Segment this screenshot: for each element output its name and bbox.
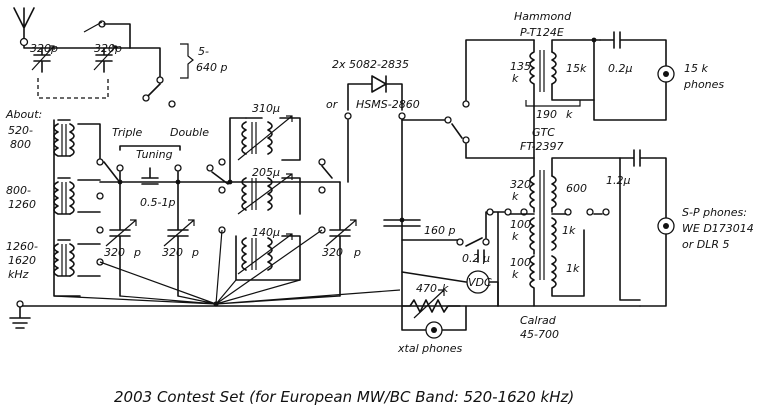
tuning-capacitor-3 [325,181,357,297]
hammond-190-unit: k [566,108,573,121]
band2-label-b: 1260 [8,198,36,211]
ind-310u-label: 310μ [252,102,280,115]
tuning-capacitor-2 [163,181,195,297]
gtc-transformer-section: GTC FT-2397 320 k 600 100 k 1k 100 k 1k … [486,126,754,341]
cap-02u-top-label: 0.2μ [608,62,633,75]
triple-label: Triple [112,126,142,139]
range-5-640p-b: 640 p [196,61,227,74]
antenna-section: 320p 320p 5- 640 p [13,7,227,108]
diodes-or: or [326,98,339,111]
band1-label-b: 800 [10,138,31,151]
capacitor-160p [383,219,421,227]
diagram-caption: 2003 Contest Set (for European MW/BC Ban… [114,388,574,406]
xtal-phones-jack-icon [425,321,443,339]
xtal-phones-label: xtal phones [397,342,463,355]
hammond-transformer-section: Hammond P-T124E 135 k 15k 190 k 0.2μ 15 … [510,10,724,159]
band1-coil [53,119,101,161]
gtc-title: GTC [532,126,555,139]
cap-02u-mid-label: 0.2 μ [462,252,490,265]
sp-phones-c: or DLR 5 [682,238,730,251]
gtc-part: FT-2397 [520,140,563,153]
sp-phones-jack-icon [657,217,675,235]
hammond-title: Hammond [514,10,572,23]
band2-label-a: 800- [6,184,31,197]
gtc-100k-a: 100 [510,218,531,231]
pot-470k-value: 470 [416,282,437,295]
capacitor-02u-top [599,31,667,67]
band3-coil [53,239,75,277]
vdc-meter: VDC [466,270,492,294]
gtc-320-unit: k [512,190,519,203]
pot-470k-unit: k [442,282,449,295]
tuning-label: Tuning [136,148,173,161]
gtc-600: 600 [566,182,587,195]
ant-cap2-label: 320p [94,42,122,55]
band2-coil [53,177,75,215]
ind-140u-label: 140μ [252,226,280,239]
hammond-part: P-T124E [520,26,564,39]
coupling-capacitor-05-1p [141,167,159,185]
antenna-variable-capacitor-1 [31,45,55,73]
tuning-capacitor-1 [105,181,137,297]
tune-cap2-unit: p [191,246,199,259]
tune-cap1-unit: p [133,246,141,259]
gtc-100k-b: 100 [510,256,531,269]
tuning-section: Triple Double Tuning 0.5-1p 320 p 320 p [99,126,361,297]
potentiometer-470k [401,289,461,319]
diodes-label-b: HSMS-2860 [356,98,420,111]
phones-15k-b: phones [683,78,724,91]
tune-cap3-unit: p [353,246,361,259]
cap-05-1p-label: 0.5-1p [140,196,175,209]
inductor-section: 310μ 205μ 140μ [206,102,333,281]
inductor-140u [235,233,301,281]
cap-12u-label: 1.2μ [606,174,631,187]
gtc-1k: 1k [562,224,576,237]
calrad-label-a: Calrad [520,314,557,327]
tune-cap2-value: 320 [162,246,183,259]
cap-160p-label: 160 p [424,224,455,237]
hammond-15k: 15k [566,62,587,75]
hammond-135-unit: k [512,72,519,85]
band3-label-c: kHz [8,268,29,281]
inductor-205u [237,173,301,215]
ground-section [9,229,641,329]
band3-label-a: 1260- [6,240,38,253]
gtc-1k-b: 1k [566,262,580,275]
hammond-190: 190 [536,108,557,121]
antenna-variable-capacitor-2 [93,45,117,73]
detector-diode [347,75,403,111]
calrad-label-b: 45-700 [520,328,559,341]
vdc-label: VDC [468,276,492,289]
band1-label-a: 520- [8,124,33,137]
band3-label-b: 1620 [8,254,36,267]
gtc-320: 320 [510,178,531,191]
sp-phones-a: S-P phones: [682,206,747,219]
ind-205u-label: 205μ [252,166,280,179]
antenna-icon [13,7,35,41]
capacitor-12u [619,149,667,219]
15k-phones-jack-icon [657,65,675,83]
sp-phones-b: WE D173014 [682,222,754,235]
diodes-label-a: 2x 5082-2835 [332,58,409,71]
output-section: 160 p 0.2 μ VDC 470 k xtal phones [383,119,499,355]
inductor-310u [237,115,301,161]
about-label: About: [5,108,42,121]
tune-cap3-value: 320 [322,246,343,259]
range-5-640p-a: 5- [198,45,209,58]
ground-fan-lines [53,229,401,305]
gtc-100k-a-unit: k [512,230,519,243]
phones-15k-a: 15 k [684,62,708,75]
capacitor-02u-mid [477,249,485,263]
hammond-135: 135 [510,60,531,73]
double-label: Double [170,126,209,139]
ant-cap1-label: 320p [30,42,58,55]
gtc-100k-b-unit: k [512,268,519,281]
detector-section: 2x 5082-2835 or HSMS-2860 [326,39,535,183]
tune-cap1-value: 320 [104,246,125,259]
band-coil-section: About: 520- 800 800- 1260 1260- 1620 kHz [5,108,119,297]
